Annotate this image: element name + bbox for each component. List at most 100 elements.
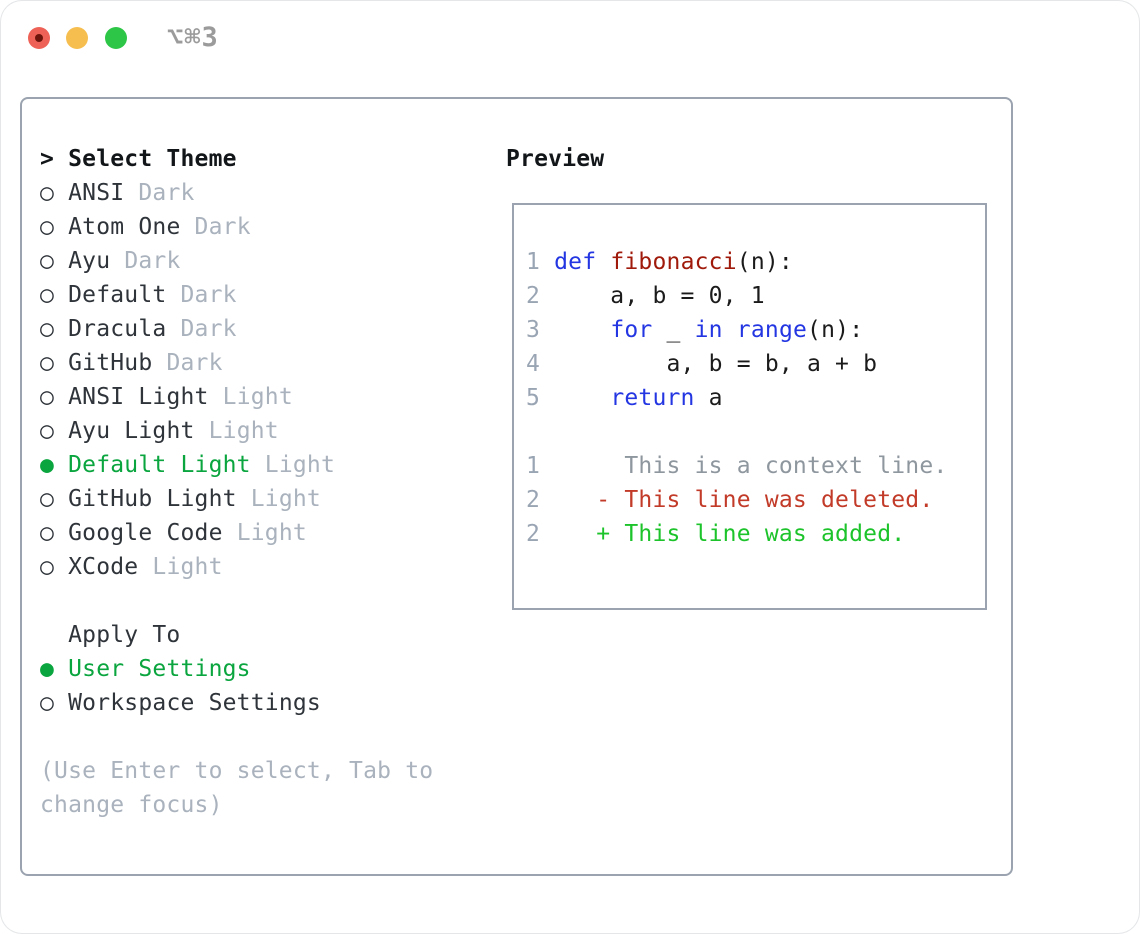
hint-text: (Use Enter to select, Tab to — [40, 758, 434, 784]
apply-option-user-settings[interactable]: ● User Settings — [40, 656, 251, 682]
theme-name: Atom One — [68, 214, 195, 240]
radio-icon: ● — [40, 656, 69, 682]
line-number: 1 — [526, 453, 597, 479]
line-number: 1 — [526, 249, 555, 275]
line-number: 2 — [526, 521, 597, 547]
apply-to-header: Apply To — [40, 622, 181, 648]
zoom-button[interactable] — [105, 27, 127, 49]
code-token: def — [554, 249, 597, 275]
theme-option-default[interactable]: ○ Default Dark — [40, 282, 237, 308]
diff-line-deleted: 2 - This line was deleted. — [526, 487, 933, 513]
theme-option-github[interactable]: ○ GitHub Dark — [40, 350, 223, 376]
theme-variant: Light — [222, 384, 293, 410]
code-line: 4 a, b = b, a + b — [526, 351, 877, 377]
preview-box: 1 def fibonacci(n): 2 a, b = 0, 1 3 for … — [512, 203, 987, 610]
radio-icon: ○ — [40, 520, 69, 546]
theme-variant: Light — [236, 520, 307, 546]
close-dot-icon — [35, 34, 43, 42]
theme-option-ayu[interactable]: ○ Ayu Dark — [40, 248, 181, 274]
theme-option-google-code[interactable]: ○ Google Code Light — [40, 520, 307, 546]
theme-variant: Light — [250, 486, 321, 512]
theme-option-atom-one[interactable]: ○ Atom One Dark — [40, 214, 251, 240]
radio-icon: ○ — [40, 214, 69, 240]
apply-option-workspace-settings[interactable]: ○ Workspace Settings — [40, 690, 321, 716]
code-token — [554, 385, 610, 411]
code-token: _ — [652, 317, 695, 343]
theme-option-ansi-light[interactable]: ○ ANSI Light Light — [40, 384, 293, 410]
theme-name: GitHub — [68, 350, 167, 376]
code-token: range — [736, 317, 808, 343]
theme-name: Default — [68, 282, 181, 308]
code-line: 5 return a — [526, 385, 723, 411]
apply-option-label: Workspace Settings — [68, 690, 321, 716]
theme-name: Ayu Light — [68, 418, 209, 444]
apply-option-label: User Settings — [68, 656, 251, 682]
code-token — [723, 317, 737, 343]
theme-name: Dracula — [68, 316, 181, 342]
close-button[interactable] — [28, 27, 50, 49]
theme-variant: Dark — [194, 214, 251, 240]
preview-title: Preview — [506, 146, 605, 172]
radio-icon: ○ — [40, 180, 69, 206]
theme-option-default-light[interactable]: ● Default Light Light — [40, 452, 335, 478]
line-number: 5 — [526, 385, 555, 411]
theme-variant: Dark — [124, 248, 181, 274]
diff-text: - This line was deleted. — [596, 487, 934, 513]
code-token: a, b = b, a + b — [554, 351, 878, 377]
preview-pane: 1 def fibonacci(n): 2 a, b = 0, 1 3 for … — [514, 205, 985, 551]
radio-icon: ● — [40, 452, 69, 478]
radio-icon: ○ — [40, 282, 69, 308]
theme-picker-panel: > Select Theme ○ ANSI Dark ○ Atom One Da… — [20, 97, 1013, 876]
theme-variant: Light — [208, 418, 279, 444]
radio-icon: ○ — [40, 316, 69, 342]
theme-variant: Dark — [138, 180, 195, 206]
theme-option-ayu-light[interactable]: ○ Ayu Light Light — [40, 418, 279, 444]
code-token: return — [610, 385, 695, 411]
code-token — [596, 249, 610, 275]
theme-variant: Light — [264, 452, 336, 478]
theme-variant: Dark — [166, 350, 223, 376]
theme-name: ANSI — [68, 180, 139, 206]
theme-name: ANSI Light — [68, 384, 223, 410]
theme-name: XCode — [68, 554, 153, 580]
code-token: in — [694, 317, 723, 343]
theme-option-github-light[interactable]: ○ GitHub Light Light — [40, 486, 321, 512]
theme-name: GitHub Light — [68, 486, 251, 512]
theme-variant: Light — [152, 554, 223, 580]
theme-variant: Dark — [180, 282, 237, 308]
select-theme-header: > Select Theme — [40, 146, 237, 172]
line-number: 2 — [526, 487, 597, 513]
code-token: fibonacci — [610, 249, 737, 275]
code-token: a, b = 0, 1 — [554, 283, 765, 309]
line-number: 3 — [526, 317, 555, 343]
code-line: 3 for _ in range(n): — [526, 317, 863, 343]
diff-text: This is a context line. — [596, 453, 948, 479]
radio-icon: ○ — [40, 384, 69, 410]
theme-option-dracula[interactable]: ○ Dracula Dark — [40, 316, 237, 342]
theme-list: > Select Theme ○ ANSI Dark ○ Atom One Da… — [40, 142, 433, 822]
code-line: 2 a, b = 0, 1 — [526, 283, 765, 309]
code-token: (n): — [736, 249, 793, 275]
code-line: 1 def fibonacci(n): — [526, 249, 793, 275]
code-token: for — [610, 317, 653, 343]
radio-icon: ○ — [40, 418, 69, 444]
theme-option-ansi[interactable]: ○ ANSI Dark — [40, 180, 195, 206]
radio-icon: ○ — [40, 248, 69, 274]
hint-text: change focus) — [40, 792, 223, 818]
radio-icon: ○ — [40, 486, 69, 512]
minimize-button[interactable] — [66, 27, 88, 49]
line-number: 4 — [526, 351, 555, 377]
code-token: a — [694, 385, 723, 411]
window-shortcut-label: ⌥⌘3 — [167, 22, 219, 53]
diff-line-context: 1 This is a context line. — [526, 453, 947, 479]
theme-name: Default Light — [68, 452, 265, 478]
radio-icon: ○ — [40, 554, 69, 580]
theme-variant: Dark — [180, 316, 237, 342]
radio-icon: ○ — [40, 350, 69, 376]
theme-option-xcode[interactable]: ○ XCode Light — [40, 554, 223, 580]
diff-text: + This line was added. — [596, 521, 906, 547]
theme-name: Ayu — [68, 248, 125, 274]
radio-icon: ○ — [40, 690, 69, 716]
line-number: 2 — [526, 283, 555, 309]
